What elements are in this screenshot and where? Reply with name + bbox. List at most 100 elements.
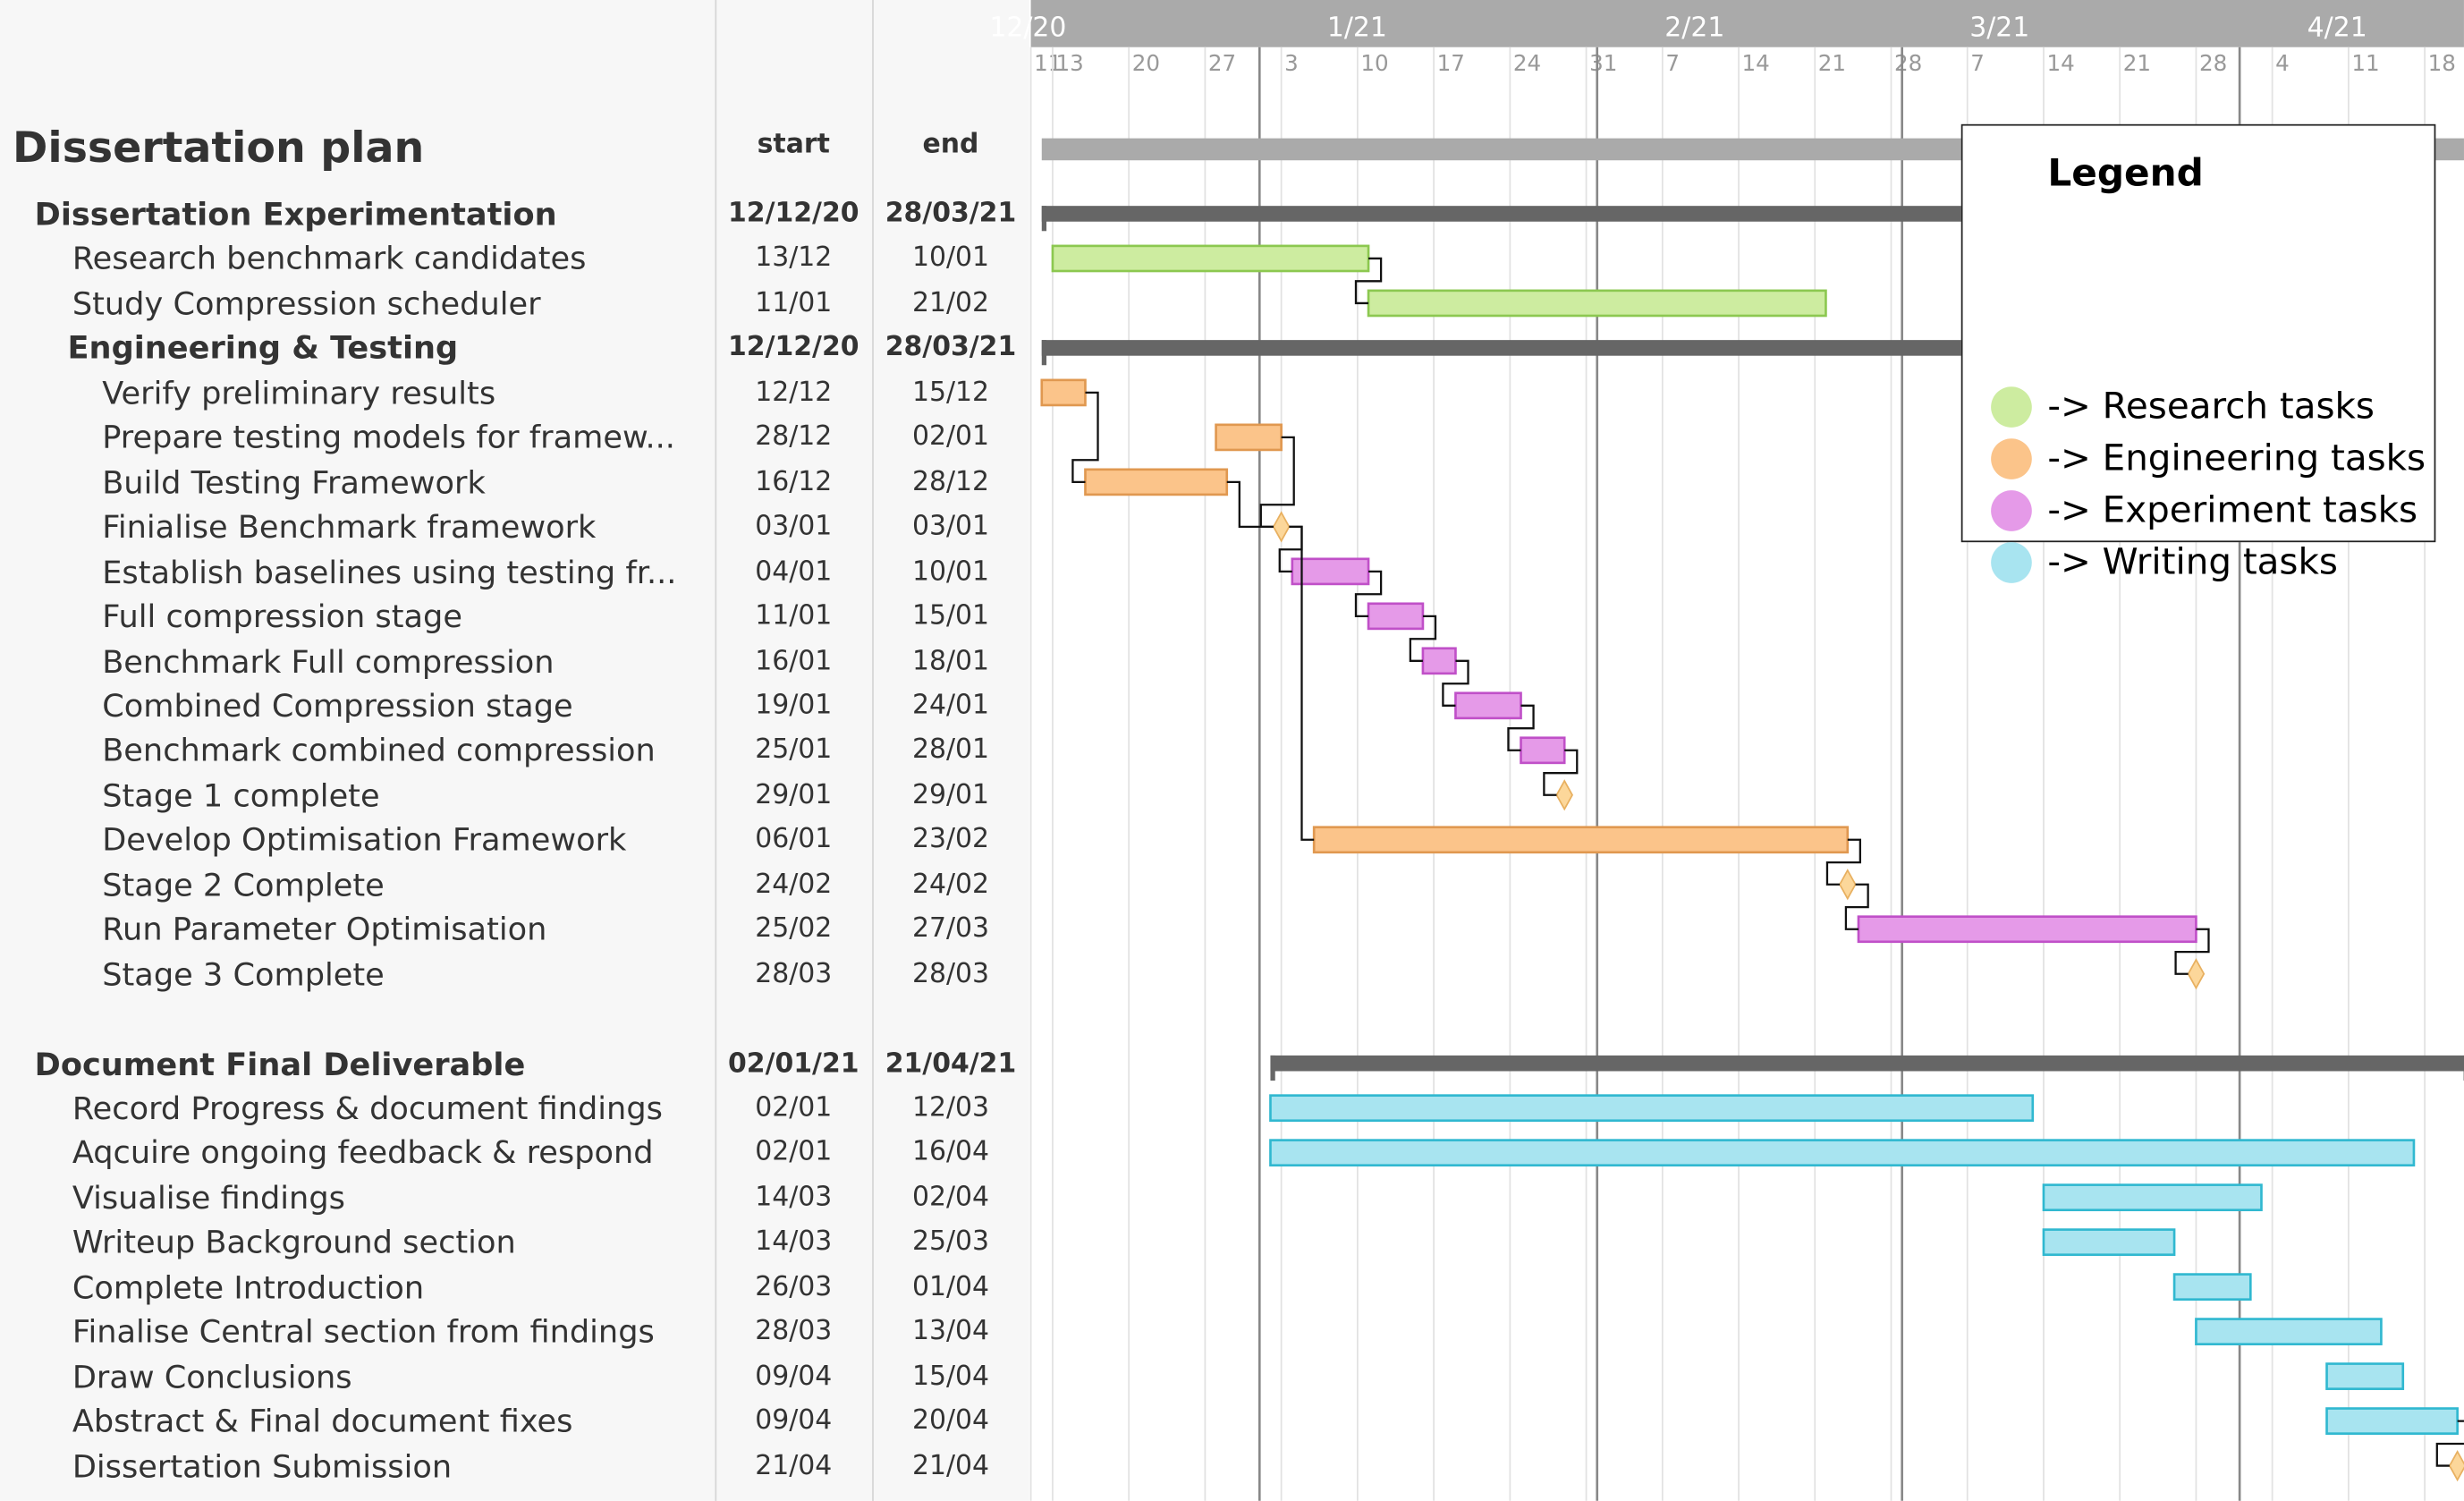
task-bar-experiment [1520, 736, 1566, 765]
task-list-panel: Dissertation plan start end Dissertation… [0, 0, 1029, 1501]
start-date: 28/03 [755, 1316, 833, 1348]
end-date: 21/02 [911, 287, 990, 319]
dependency-connector [1354, 570, 1383, 617]
start-date: 25/01 [755, 734, 833, 767]
task-bar-experiment [1857, 915, 2197, 944]
task-name: Benchmark combined compression [102, 731, 656, 769]
week-tick-label: 28 [1894, 50, 1922, 76]
task-name: Aqcuire ongoing feedback & respond [72, 1133, 654, 1172]
column-divider [872, 0, 874, 1501]
end-date: 03/01 [911, 511, 990, 543]
week-tick-label: 21 [1818, 50, 1846, 76]
start-date: 02/01/21 [728, 1047, 859, 1080]
writing-color-swatch [1991, 542, 2032, 583]
group-name: Dissertation Experimentation [34, 194, 557, 233]
task-name: Prepare testing models for framew... [102, 418, 675, 456]
dependency-connector [1844, 883, 1869, 930]
week-tick-label: 21 [2123, 50, 2151, 76]
end-date: 15/04 [911, 1361, 990, 1393]
task-name: Stage 3 Complete [102, 954, 385, 993]
task-name: Visualise findings [72, 1178, 345, 1217]
start-date: 11/01 [755, 600, 833, 632]
week-tick-label: 24 [1513, 50, 1541, 76]
start-date: 11/01 [755, 287, 833, 319]
task-name: Stage 1 complete [102, 776, 380, 814]
group-name: Document Final Deliverable [34, 1044, 526, 1082]
task-name: Complete Introduction [72, 1268, 425, 1306]
week-tick-label: 11 [2351, 50, 2379, 76]
task-name: Finialise Benchmark framework [102, 507, 597, 546]
task-bar-engineering [1040, 378, 1087, 407]
week-tick-label: 3 [1284, 50, 1299, 76]
task-name: Build Testing Framework [102, 462, 486, 501]
dependency-connector [1259, 436, 1295, 529]
week-tick-label: 10 [1360, 50, 1388, 76]
dependency-connector [2435, 1420, 2464, 1467]
task-name: Research benchmark candidates [72, 239, 587, 278]
task-name: Verify preliminary results [102, 373, 496, 411]
engineering-color-swatch [1991, 438, 2032, 479]
dependency-connector [1071, 391, 1099, 484]
task-name: Dissertation Submission [72, 1446, 453, 1485]
milestone-diamond [1555, 779, 1574, 811]
task-name: Run Parameter Optimisation [102, 910, 547, 948]
start-date: 14/03 [755, 1182, 833, 1214]
milestone-diamond [2187, 958, 2206, 990]
month-tick-label: 1/21 [1327, 12, 1387, 43]
group-name: Engineering & Testing [67, 328, 459, 367]
end-date: 16/04 [911, 1137, 990, 1169]
end-date: 15/01 [911, 600, 990, 632]
start-date: 16/01 [755, 645, 833, 677]
task-bar-experiment [1421, 647, 1457, 675]
end-date: 01/04 [911, 1271, 990, 1303]
start-column-header: start [757, 129, 830, 161]
task-name: Record Progress & document findings [72, 1089, 663, 1127]
task-name: Benchmark Full compression [102, 641, 555, 680]
task-bar-research [1051, 244, 1370, 273]
week-tick-label: 7 [1665, 50, 1680, 76]
dependency-connector [1226, 480, 1274, 529]
end-date: 28/03/21 [885, 332, 1017, 364]
start-date: 03/01 [755, 511, 833, 543]
task-bar-writing [1269, 1139, 2416, 1167]
group-summary-bar [1041, 340, 2207, 356]
end-date: 28/12 [911, 466, 990, 498]
task-bar-experiment [1367, 602, 1425, 631]
task-bar-writing [2042, 1183, 2263, 1212]
group-bar-start-cap [1041, 206, 1047, 232]
milestone-diamond [1272, 511, 1291, 543]
week-tick-label: 28 [2199, 50, 2227, 76]
task-bar-experiment [1454, 691, 1522, 720]
legend-label: -> Writing tasks [2047, 542, 2338, 583]
task-name: Study Compression scheduler [72, 284, 541, 322]
start-date: 26/03 [755, 1271, 833, 1303]
end-date: 20/04 [911, 1405, 990, 1437]
task-name: Stage 2 Complete [102, 865, 385, 903]
task-name: Draw Conclusions [72, 1357, 352, 1395]
dependency-connector [1543, 749, 1579, 796]
start-date: 19/01 [755, 690, 833, 722]
start-date: 16/12 [755, 466, 833, 498]
end-date: 02/01 [911, 421, 990, 454]
task-bar-engineering [1215, 423, 1283, 452]
end-column-header: end [922, 129, 979, 161]
month-tick-label: 3/21 [1969, 12, 2029, 43]
experiment-color-swatch [1991, 490, 2032, 531]
end-date: 21/04 [911, 1449, 990, 1482]
week-tick-label: 31 [1589, 50, 1617, 76]
task-name: Full compression stage [102, 597, 462, 635]
start-date: 04/01 [755, 555, 833, 588]
end-date: 15/12 [911, 377, 990, 409]
month-tick-label: 2/21 [1664, 12, 1724, 43]
start-date: 29/01 [755, 779, 833, 811]
dependency-connector [1442, 659, 1469, 707]
task-name: Combined Compression stage [102, 686, 573, 725]
task-bar-experiment [1291, 557, 1370, 586]
week-tick-label: 27 [1208, 50, 1236, 76]
end-date: 29/01 [911, 779, 990, 811]
end-date: 28/03 [911, 958, 990, 990]
end-date: 23/02 [911, 824, 990, 856]
task-name: Abstract & Final document fixes [72, 1402, 573, 1440]
task-bar-writing [2195, 1318, 2383, 1345]
